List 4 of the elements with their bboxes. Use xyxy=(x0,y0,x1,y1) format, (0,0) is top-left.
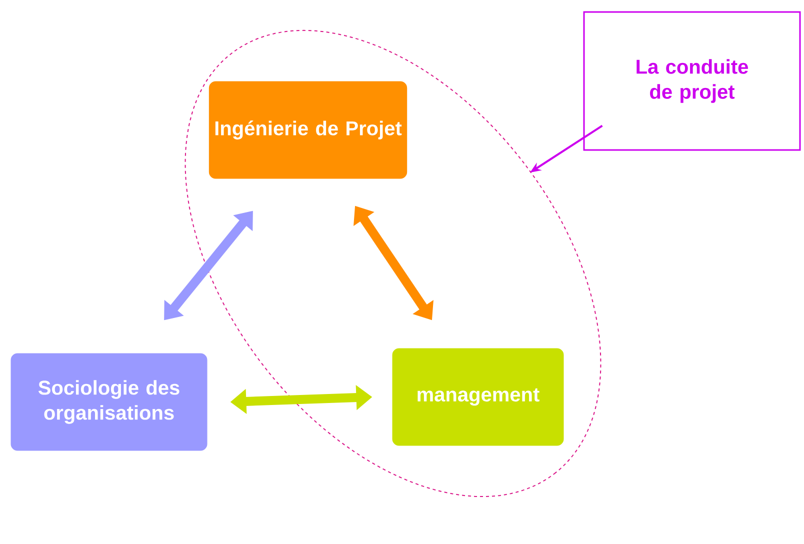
process-box: management xyxy=(392,348,564,446)
process-box: Sociologie des organisations xyxy=(10,353,208,451)
callout-box: La conduite de projet xyxy=(583,11,801,151)
process-box: Ingénierie de Projet xyxy=(208,81,408,179)
